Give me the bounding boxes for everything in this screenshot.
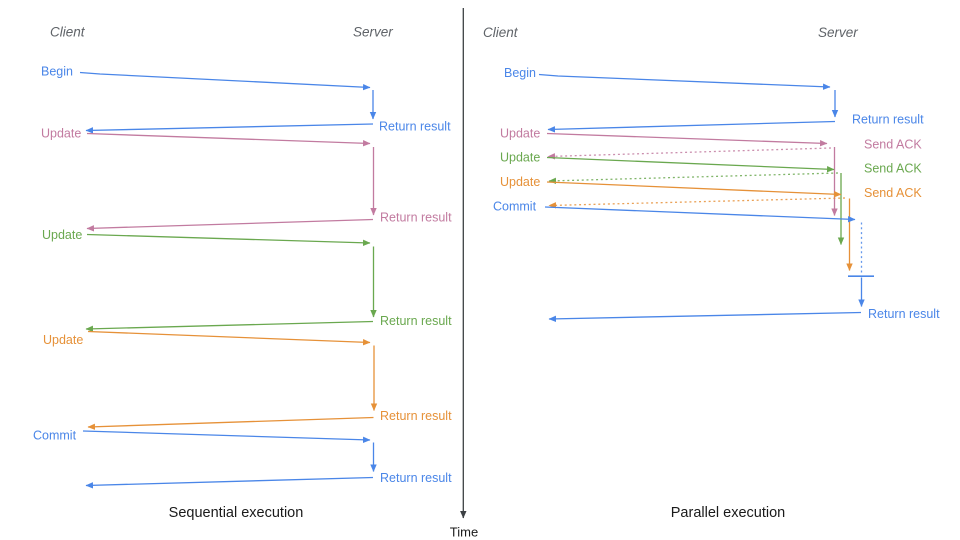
- time-axis-label: Time: [450, 525, 478, 540]
- seq-update3-return-label: Return result: [380, 409, 452, 423]
- par-message-commit: Commit Return result: [493, 200, 940, 323]
- par-update2-ack-arrow: [548, 172, 839, 185]
- par-message-update-3: Update Send ACK: [500, 175, 922, 271]
- sequential-title: Sequential execution: [169, 505, 304, 521]
- seq-update3-request-arrow: [87, 330, 371, 346]
- par-update3-ack-arrow: [548, 197, 846, 209]
- seq-commit-request-arrow: [82, 430, 371, 443]
- parallel-server-header: Server: [818, 25, 858, 40]
- seq-begin-return-arrow: [85, 123, 374, 134]
- par-update3-label: Update: [500, 175, 540, 189]
- seq-message-commit: Commit Return result: [33, 429, 452, 489]
- parallel-diagram: Client Server Begin Return result Update…: [483, 25, 940, 521]
- par-update3-request-arrow: [546, 181, 842, 198]
- parallel-client-header: Client: [483, 25, 519, 40]
- seq-update2-label: Update: [42, 228, 82, 242]
- par-message-update-1: Update Send ACK: [500, 127, 922, 216]
- parallel-title: Parallel execution: [671, 505, 785, 521]
- seq-update2-request-arrow: [86, 233, 371, 246]
- par-update2-request-arrow: [546, 156, 835, 173]
- sequential-client-header: Client: [50, 25, 86, 40]
- par-commit-request-arrow: [544, 206, 856, 223]
- seq-update2-return-label: Return result: [380, 314, 452, 328]
- seq-message-update-1: Update Return result: [41, 127, 452, 232]
- seq-update2-return-arrow: [85, 320, 374, 333]
- seq-commit-return-arrow: [85, 476, 374, 489]
- seq-update1-return-label: Return result: [380, 211, 452, 225]
- seq-begin-label: Begin: [41, 65, 73, 79]
- par-update1-request-arrow: [546, 132, 828, 147]
- seq-begin-return-label: Return result: [379, 120, 451, 134]
- par-update2-label: Update: [500, 151, 540, 165]
- par-begin-return-label: Return result: [852, 113, 924, 127]
- seq-message-update-3: Update Return result: [43, 330, 452, 430]
- seq-commit-return-label: Return result: [380, 471, 452, 485]
- par-commit-return-arrow: [548, 311, 862, 323]
- par-update2-ack-label: Send ACK: [864, 162, 922, 176]
- par-update1-ack-arrow: [547, 147, 832, 160]
- seq-update1-return-arrow: [86, 218, 374, 232]
- seq-update3-return-arrow: [87, 416, 374, 430]
- seq-message-update-2: Update Return result: [42, 228, 452, 333]
- par-begin-request-arrow: [538, 73, 831, 90]
- par-begin-label: Begin: [504, 66, 536, 80]
- par-update1-label: Update: [500, 127, 540, 141]
- time-axis: Time: [450, 8, 478, 540]
- par-update3-ack-label: Send ACK: [864, 186, 922, 200]
- par-message-begin: Begin Return result: [504, 66, 924, 133]
- seq-update1-label: Update: [41, 127, 81, 141]
- par-message-update-2: Update Send ACK: [500, 151, 922, 245]
- seq-message-begin: Begin Return result: [41, 65, 451, 134]
- seq-begin-request-arrow: [79, 71, 371, 91]
- seq-commit-label: Commit: [33, 429, 77, 443]
- par-commit-return-label: Return result: [868, 307, 940, 321]
- sequential-server-header: Server: [353, 25, 393, 40]
- par-commit-label: Commit: [493, 200, 537, 214]
- sequential-diagram: Client Server Begin Return result Update…: [33, 25, 452, 522]
- par-begin-return-arrow: [547, 120, 836, 133]
- seq-update3-label: Update: [43, 333, 83, 347]
- par-update1-ack-label: Send ACK: [864, 138, 922, 152]
- seq-update1-request-arrow: [86, 132, 371, 147]
